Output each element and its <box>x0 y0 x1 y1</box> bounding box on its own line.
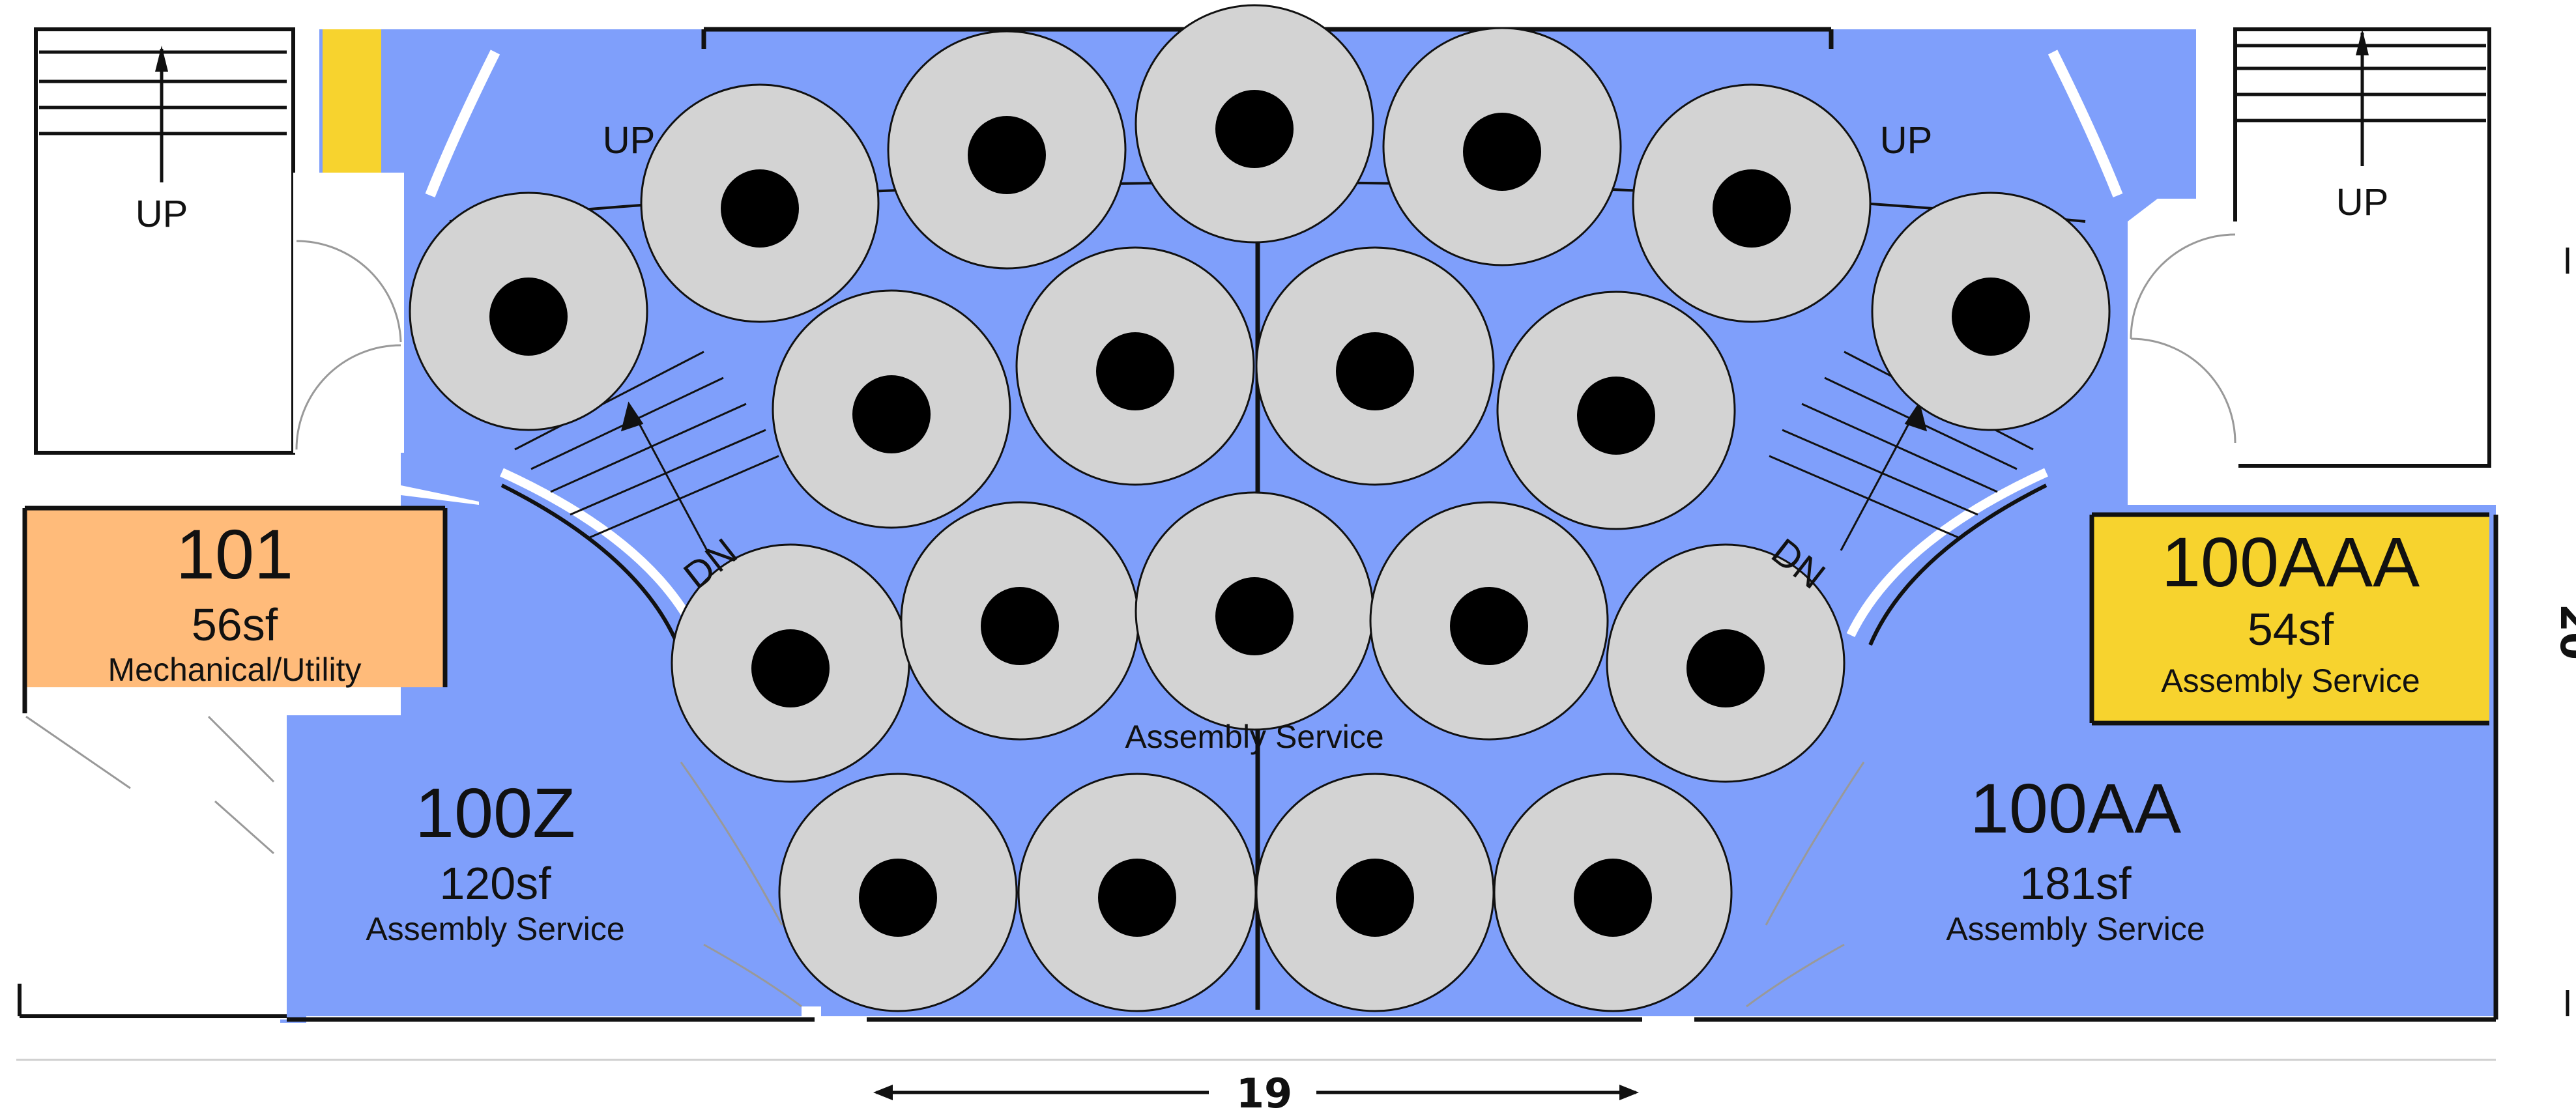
stair-treads-left <box>514 350 779 551</box>
room-101-use: Mechanical/Utility <box>108 651 361 688</box>
table-center-dot <box>859 859 937 937</box>
yellow-strip <box>323 29 381 173</box>
table-center-dot <box>1463 113 1541 191</box>
table-center-dot <box>1215 577 1294 655</box>
table-layout <box>409 4 2111 1012</box>
table-center-dot <box>1574 859 1652 937</box>
table-center-dot <box>721 169 799 248</box>
room-100z-use: Assembly Service <box>366 911 624 947</box>
center-assembly-label: Assembly Service <box>1125 719 1383 755</box>
table-center-dot <box>1450 587 1528 665</box>
room-100z[interactable]: 100Z 120sf Assembly Service <box>366 773 624 947</box>
table-center-dot <box>1577 377 1655 455</box>
stair-label-top-center-right: UP <box>1880 119 1933 162</box>
stair-top-left <box>34 27 404 455</box>
room-100aa-use: Assembly Service <box>1946 911 2205 947</box>
table-center-dot <box>1096 332 1174 410</box>
room-100aaa-area: 54sf <box>2248 604 2334 655</box>
table-center-dot <box>1713 169 1791 248</box>
table-center-dot <box>1215 90 1294 168</box>
table-center-dot <box>1686 629 1765 707</box>
room-100aa-area: 181sf <box>2019 858 2132 909</box>
room-100aaa-number: 100AAA <box>2162 522 2420 601</box>
room-100aa[interactable]: 100AA 181sf Assembly Service <box>1946 769 2205 947</box>
dimension-height-label: 20 <box>2551 604 2576 660</box>
room-101[interactable]: 101 56sf Mechanical/Utility <box>108 515 361 688</box>
room-100aaa-fill <box>2092 515 2489 723</box>
lower-left-corridor <box>13 713 287 1019</box>
table-center-dot <box>968 116 1046 194</box>
room-100z-number: 100Z <box>415 773 575 852</box>
stair-label-top-left: UP <box>136 193 188 235</box>
room-100aaa-use: Assembly Service <box>2161 663 2420 699</box>
table-center-dot <box>489 278 568 356</box>
room-101-fill <box>25 508 445 687</box>
table-center-dot <box>1336 332 1414 410</box>
door-swings-lower <box>680 762 1865 1008</box>
room-100aa-number: 100AA <box>1970 769 2181 848</box>
room-100aaa[interactable]: 100AAA 54sf Assembly Service <box>2161 522 2420 699</box>
dimension-width-label: 19 <box>1236 1070 1292 1112</box>
dimension-width: 19 <box>873 1070 1639 1112</box>
room-101-area: 56sf <box>192 599 278 650</box>
table-center-dot <box>981 587 1059 665</box>
table-center-dot <box>1336 859 1414 937</box>
table-center-dot <box>852 375 931 453</box>
table-center-dot <box>1098 859 1176 937</box>
table-center-dot <box>1952 278 2030 356</box>
room-101-number: 101 <box>176 515 293 593</box>
dimension-height: 20 <box>2551 248 2576 1016</box>
table-center-dot <box>751 629 830 707</box>
room-100z-area: 120sf <box>439 858 551 909</box>
stair-label-top-center-left: UP <box>603 119 656 162</box>
stair-top-right <box>2128 27 2491 489</box>
stair-label-top-right: UP <box>2336 181 2389 223</box>
